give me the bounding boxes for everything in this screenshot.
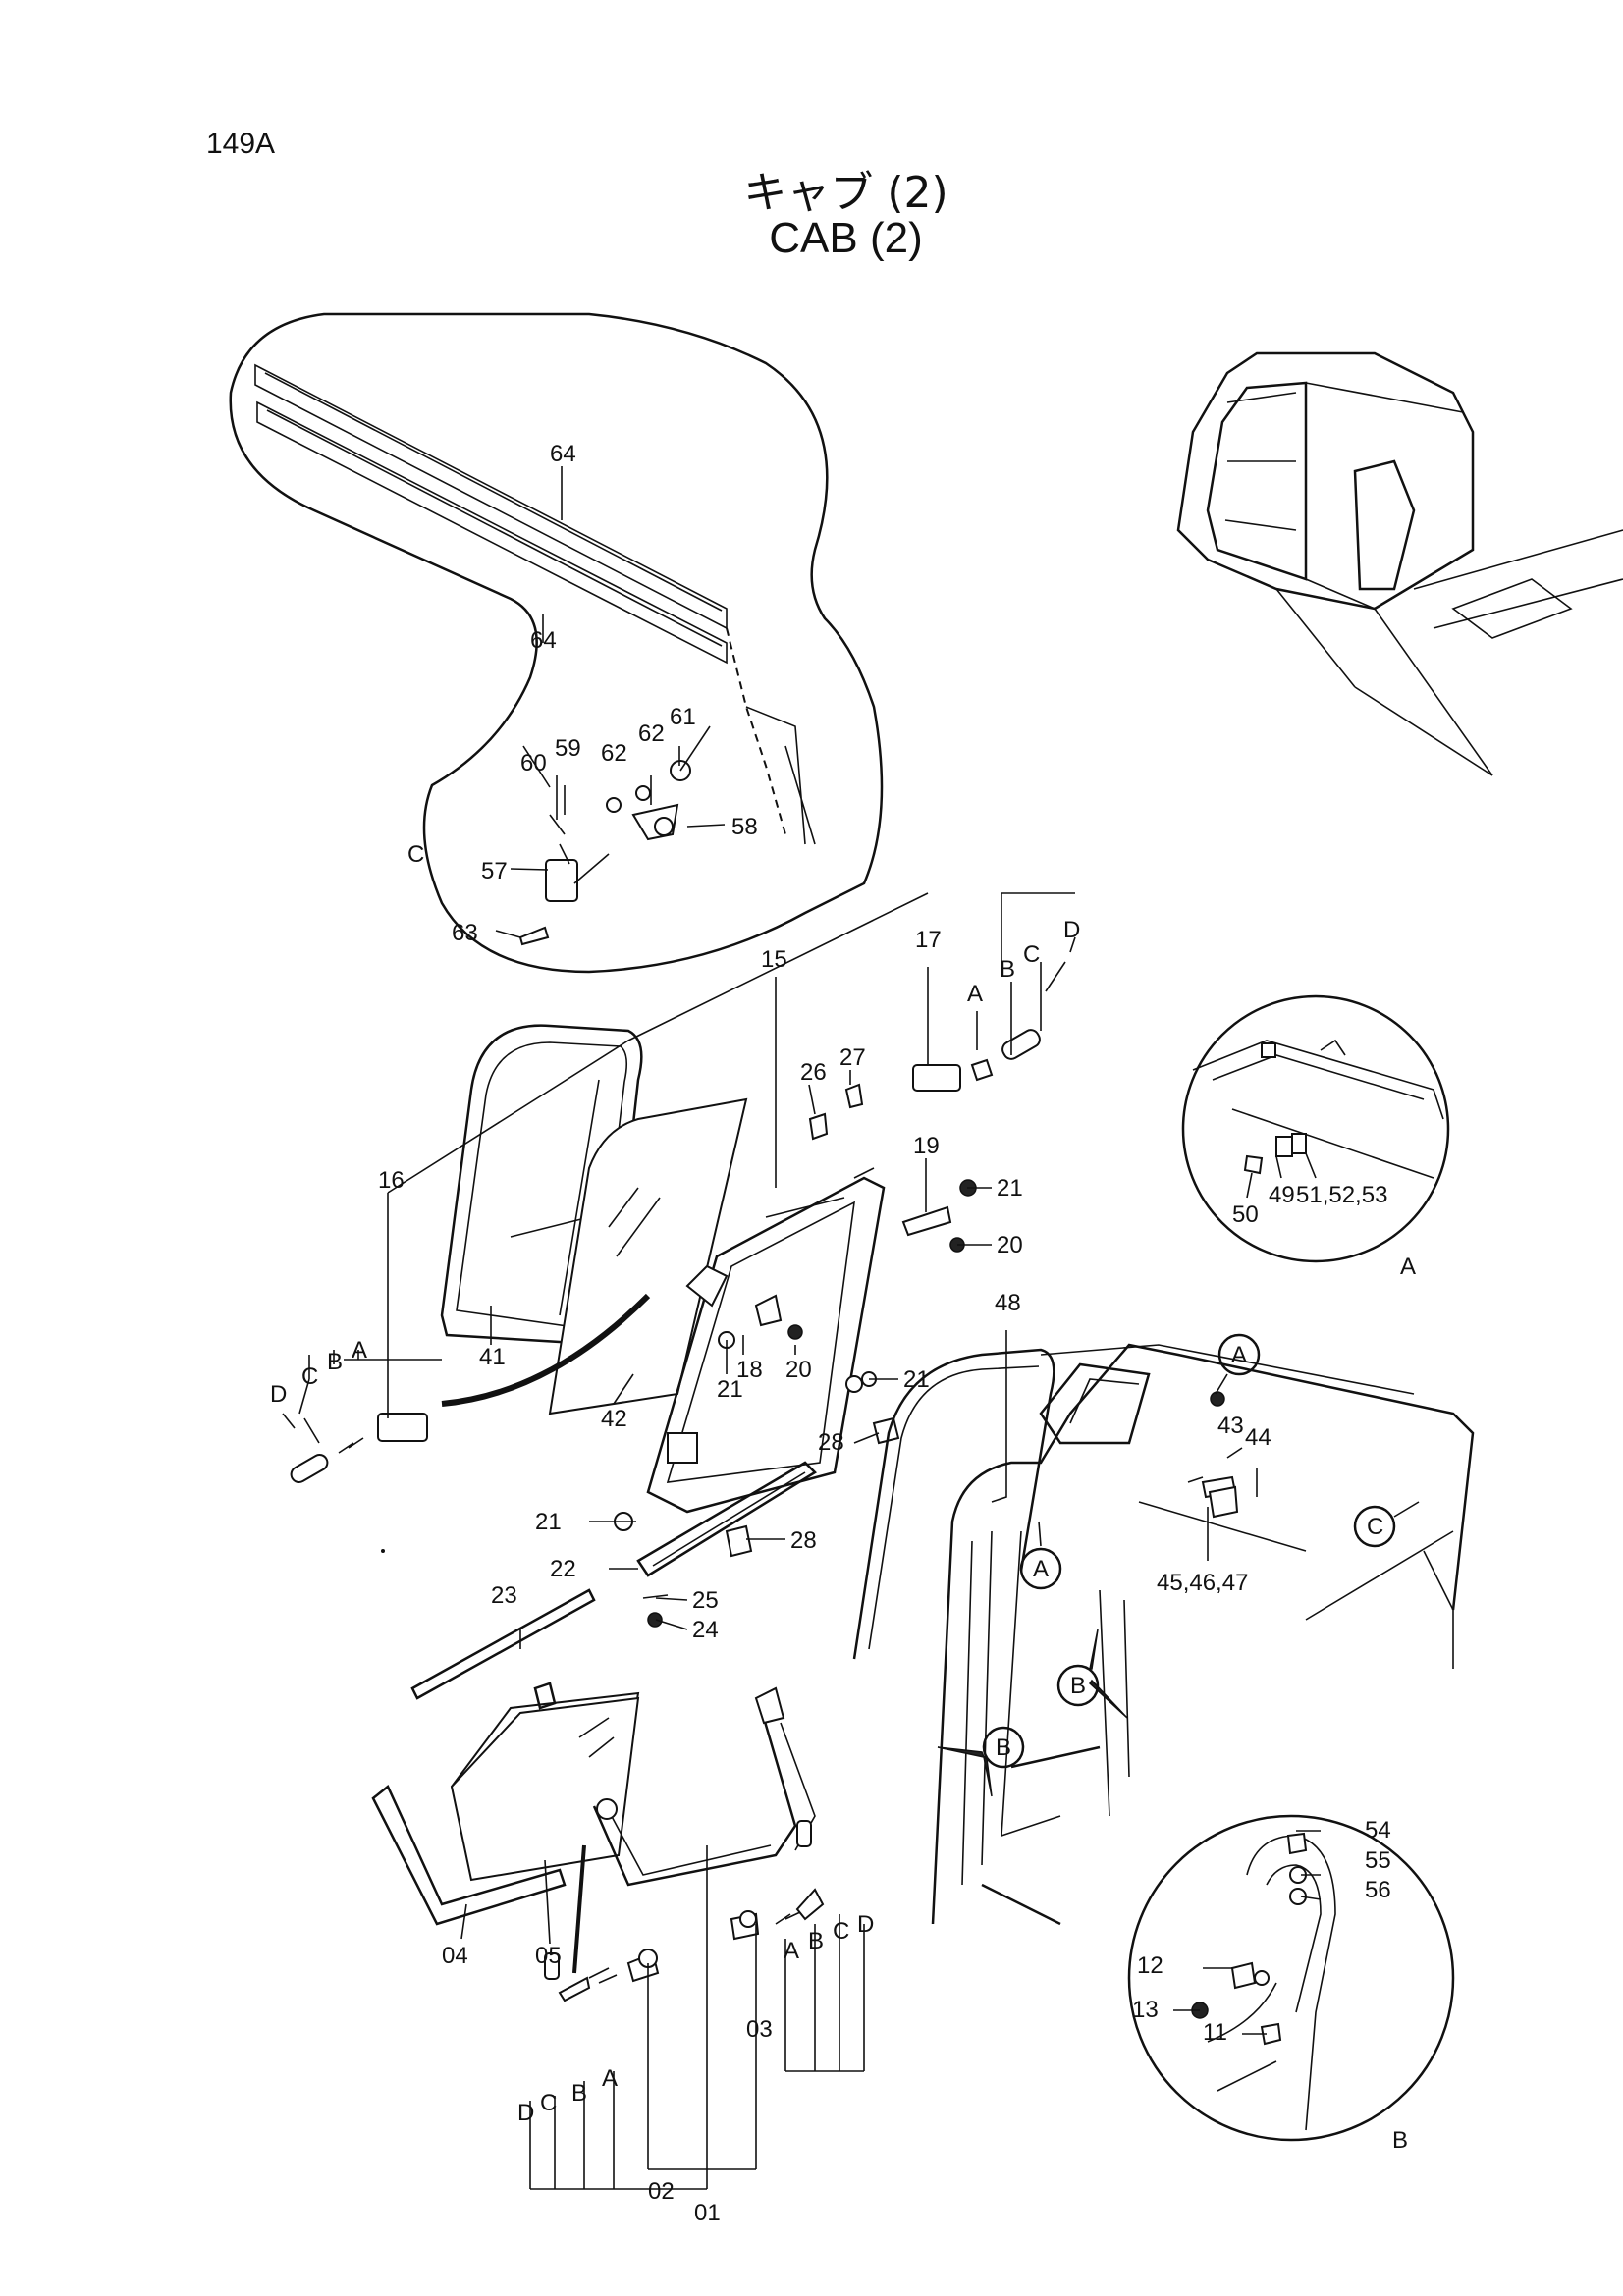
- callout-57: 57: [481, 858, 508, 884]
- callout-13: 13: [1132, 1997, 1159, 2023]
- callout-20a: 20: [997, 1232, 1023, 1258]
- circled-reference-markers: A A C B B: [937, 1333, 1420, 1797]
- callout-c03: C: [833, 1918, 849, 1945]
- page-number: 149A: [206, 128, 276, 160]
- callout-15: 15: [761, 946, 787, 973]
- callout-25: 25: [692, 1587, 719, 1614]
- scan-dot: [381, 1549, 385, 1553]
- window-frame-assembly: [282, 936, 1076, 1700]
- svg-text:A: A: [1033, 1556, 1049, 1582]
- ref-marker-b-left: B: [937, 1726, 1025, 1797]
- callout-21a: 21: [997, 1175, 1023, 1201]
- svg-text:C: C: [1367, 1514, 1383, 1540]
- title-english: CAB (2): [769, 214, 923, 262]
- ref-marker-a-mid: A: [1019, 1521, 1062, 1590]
- callout-a16: A: [352, 1337, 367, 1363]
- callout-63: 63: [452, 920, 478, 946]
- leader-lines: [298, 466, 1322, 2190]
- callout-labels: 64 64 59 60 62 62 61 58 57 63 C 15 17 A …: [270, 441, 1416, 2226]
- callout-58: 58: [731, 814, 758, 840]
- callout-27: 27: [839, 1044, 866, 1071]
- callout-20b: 20: [785, 1357, 812, 1383]
- cab-frame: [852, 1343, 1475, 1926]
- callout-b16: B: [327, 1349, 343, 1375]
- callout-24: 24: [692, 1617, 719, 1643]
- svg-text:B: B: [1070, 1673, 1086, 1699]
- callout-43: 43: [1217, 1413, 1244, 1439]
- callout-19: 19: [913, 1133, 940, 1159]
- callout-a17: A: [967, 981, 983, 1007]
- detail-letter-b: B: [1392, 2127, 1408, 2154]
- callout-62b: 62: [638, 721, 665, 747]
- callout-64b: 64: [530, 627, 557, 654]
- callout-d02: D: [517, 2100, 534, 2126]
- callout-41: 41: [479, 1344, 506, 1370]
- callout-28a: 28: [818, 1429, 844, 1456]
- detail-letter-c: C: [407, 841, 424, 868]
- detail-c-bubble: [229, 312, 884, 974]
- callout-18: 18: [736, 1357, 763, 1383]
- callout-21d: 21: [535, 1509, 562, 1535]
- callout-62a: 62: [601, 740, 627, 767]
- callout-23: 23: [491, 1582, 517, 1609]
- callout-60: 60: [520, 750, 547, 776]
- lower-window-assembly: [371, 1682, 825, 2002]
- callout-50: 50: [1232, 1201, 1259, 1228]
- callout-44: 44: [1245, 1424, 1271, 1451]
- callout-01: 01: [694, 2200, 721, 2226]
- callout-49: 49: [1269, 1182, 1295, 1208]
- detail-a-circle: [1181, 994, 1450, 1263]
- callout-b02: B: [571, 2080, 587, 2107]
- callout-12: 12: [1137, 1952, 1163, 1979]
- detail-letter-a: A: [1400, 1254, 1416, 1280]
- callout-d16: D: [270, 1381, 287, 1408]
- title-japanese: キャブ (2): [743, 168, 948, 218]
- callout-03: 03: [746, 2016, 773, 2043]
- callout-c17: C: [1023, 941, 1040, 968]
- callout-04: 04: [442, 1943, 468, 1969]
- callout-21b: 21: [717, 1376, 743, 1403]
- callout-c16: C: [301, 1363, 318, 1390]
- callout-17: 17: [915, 927, 942, 953]
- callout-d17: D: [1063, 917, 1080, 943]
- callout-42: 42: [601, 1406, 627, 1432]
- callout-54: 54: [1365, 1817, 1391, 1843]
- cab-perspective: [1176, 351, 1623, 776]
- callout-26: 26: [800, 1059, 827, 1086]
- callout-a02: A: [602, 2065, 618, 2092]
- callout-48: 48: [995, 1290, 1021, 1316]
- callout-59: 59: [555, 735, 581, 762]
- ref-marker-b-right: B: [1056, 1629, 1128, 1719]
- svg-text:A: A: [1231, 1342, 1247, 1368]
- callout-51-52-53: 51,52,53: [1296, 1182, 1387, 1208]
- callout-c02: C: [540, 2090, 557, 2116]
- callout-28b: 28: [790, 1527, 817, 1554]
- ref-marker-a-top: A: [1215, 1333, 1261, 1395]
- callout-56: 56: [1365, 1877, 1391, 1903]
- callout-64a: 64: [550, 441, 576, 467]
- callout-11: 11: [1203, 2019, 1227, 2046]
- callout-b17: B: [1000, 956, 1015, 983]
- ref-marker-c: C: [1353, 1501, 1420, 1548]
- callout-05: 05: [535, 1943, 562, 1969]
- callout-22: 22: [550, 1556, 576, 1582]
- callout-b03: B: [808, 1928, 824, 1954]
- callout-02: 02: [648, 2178, 675, 2205]
- svg-text:B: B: [996, 1735, 1011, 1761]
- callout-55: 55: [1365, 1847, 1391, 1874]
- callout-45-46-47: 45,46,47: [1157, 1570, 1248, 1596]
- detail-b-circle: [1127, 1814, 1455, 2142]
- callout-a03: A: [784, 1938, 799, 1964]
- callout-21c: 21: [903, 1366, 930, 1393]
- callout-16: 16: [378, 1167, 405, 1194]
- callout-61: 61: [670, 704, 696, 730]
- callout-d03: D: [857, 1911, 874, 1938]
